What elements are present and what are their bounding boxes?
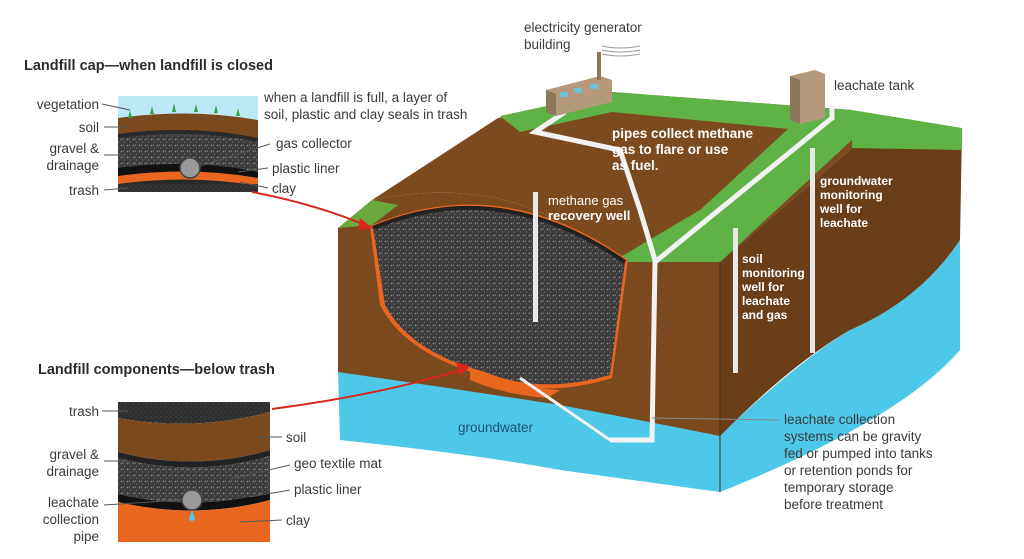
soil-well-line-5: and gas [742, 308, 788, 322]
cap-description-line-1: when a landfill is full, a layer of [264, 90, 448, 105]
groundwater-layer [338, 370, 720, 492]
cap-description-line-2: soil, plastic and clay seals in trash [264, 107, 468, 122]
label-pipe: pipe [73, 529, 99, 544]
label-gravel-below: gravel & [49, 447, 99, 462]
groundwater-well-line-4: leachate [820, 216, 869, 230]
label-generator-line-2: building [524, 37, 571, 52]
label-trash-below: trash [68, 404, 99, 419]
landfill-block [338, 45, 962, 492]
pipes-note-line-3: as fuel. [612, 158, 659, 173]
label-drainage-below: drainage [46, 464, 99, 479]
groundwater-layer-right [720, 240, 960, 492]
methane-well-line-1: methane gas [548, 193, 624, 208]
soil-well-line-4: leachate [742, 294, 791, 308]
label-plastic-liner-below: plastic liner [294, 482, 362, 497]
label-soil: soil [78, 120, 99, 135]
label-drainage: drainage [46, 158, 99, 173]
landfill-pit-trash [373, 207, 625, 385]
soil-well-line-1: soil [742, 252, 763, 266]
label-plastic-liner: plastic liner [272, 161, 340, 176]
label-gas-collector: gas collector [276, 136, 352, 151]
label-leachate: leachate [47, 495, 99, 510]
pipes-note-line-1: pipes collect methane [612, 126, 754, 141]
gas-collector-pipe [179, 157, 201, 179]
soil-right-face [720, 128, 962, 436]
leachate-note-line-5: temporary storage [784, 480, 894, 495]
components-inset-title: Landfill components—below trash [38, 362, 275, 378]
label-clay: clay [272, 181, 297, 196]
pipes-note-line-2: gas to flare or use [612, 142, 729, 157]
leachate-note-line-3: fed or pumped into tanks [784, 446, 933, 461]
label-gravel: gravel & [49, 141, 99, 156]
label-generator-line-1: electricity generator [524, 20, 642, 35]
soil-monitoring-well [733, 228, 738, 373]
methane-recovery-well [533, 192, 538, 322]
label-trash: trash [68, 183, 99, 198]
label-clay-below: clay [286, 513, 311, 528]
groundwater-monitoring-well [810, 148, 815, 353]
groundwater-well-line-1: groundwater [820, 174, 893, 188]
methane-well-line-2: recovery well [548, 208, 631, 223]
leachate-tank-building [790, 70, 825, 124]
label-groundwater: groundwater [458, 420, 534, 435]
groundwater-well-line-2: monitoring [820, 188, 883, 202]
leachate-note-line-1: leachate collection [784, 412, 896, 427]
generator-building [546, 45, 641, 116]
label-soil-below: soil [286, 430, 307, 445]
label-vegetation: vegetation [36, 97, 99, 112]
groundwater-well-line-3: well for [820, 202, 863, 216]
components-inset [102, 402, 291, 542]
soil-well-line-3: well for [742, 280, 785, 294]
label-collection: collection [42, 512, 99, 527]
components-pointer-arrow [271, 367, 469, 410]
label-leachate-tank: leachate tank [834, 78, 915, 93]
leachate-note-line-6: before treatment [784, 497, 884, 512]
grass-right-face-top [852, 110, 962, 150]
methane-pipe [528, 109, 658, 261]
label-geo-textile-mat: geo textile mat [294, 456, 382, 471]
cap-inset-title: Landfill cap—when landfill is closed [24, 58, 273, 74]
soil-well-line-2: monitoring [742, 266, 805, 280]
leachate-collection-pipe [181, 489, 203, 511]
leachate-note-line-2: systems can be gravity [784, 429, 922, 444]
leachate-pipe [610, 105, 835, 443]
cap-inset [101, 96, 271, 192]
leachate-note-line-4: or retention ponds for [784, 463, 913, 478]
